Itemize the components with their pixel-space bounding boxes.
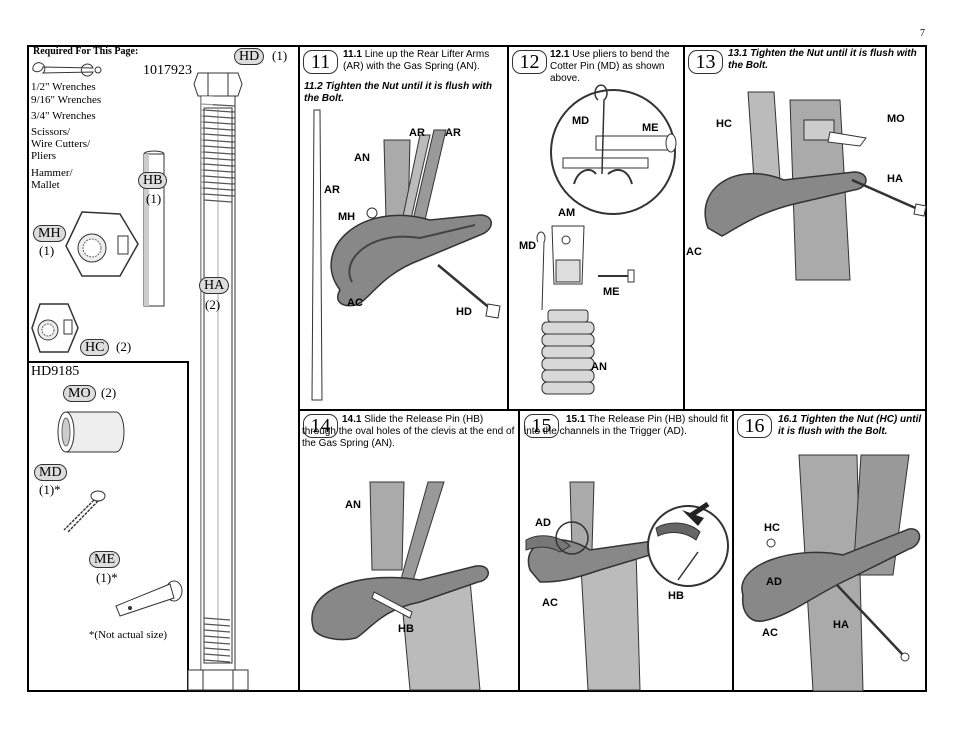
- step-13-label-mo: MO: [887, 113, 905, 125]
- tool-2: 9/16" Wrenches: [31, 94, 102, 106]
- step-16-label-ha: HA: [833, 619, 849, 631]
- step-13-number: 13: [688, 50, 723, 74]
- step-13-text: 13.1 Tighten the Nut until it is flush w…: [728, 48, 917, 71]
- wrench-icon: [32, 62, 102, 77]
- step-12-label-md-1: MD: [572, 115, 590, 127]
- step-11-label-an: AN: [354, 152, 370, 164]
- tool-3: 3/4" Wrenches: [31, 110, 96, 122]
- step-12-illustration: [536, 84, 677, 395]
- step-16-illustration: [741, 454, 921, 692]
- step-14-illustration: [311, 481, 489, 691]
- step-11-text-b: 11.2 Tighten the Nut until it is flush w…: [304, 81, 492, 104]
- page-number: 7: [920, 28, 925, 39]
- step-14-label-an: AN: [345, 499, 361, 511]
- not-actual-size-note: *(Not actual size): [88, 629, 168, 641]
- step-11-label-ac: AC: [347, 297, 363, 309]
- ha-threads: [198, 108, 238, 668]
- tag-hd: HD: [234, 48, 265, 65]
- step-11-number: 11: [303, 50, 338, 74]
- step-14-text: 14.1 Slide the Release Pin (HB) through …: [302, 414, 516, 450]
- step-15-text-num: 15.1: [566, 414, 586, 425]
- step-11-label-hd: HD: [456, 306, 472, 318]
- step-14-text-num: 14.1: [342, 414, 362, 425]
- tool-1: 1/2" Wrenches: [31, 81, 96, 93]
- step-11-illustration: [311, 109, 501, 401]
- step-15-label-ad: AD: [535, 517, 551, 529]
- step-13-label-ha: HA: [887, 173, 903, 185]
- divider-14-15: [518, 409, 520, 692]
- spacer-mo-illustration: [57, 411, 125, 453]
- step-13-label-ac: AC: [686, 246, 702, 258]
- qty-mh: (1): [39, 243, 55, 258]
- tool-6: Pliers: [31, 150, 57, 162]
- step-11-text-a-body: Line up the Rear Lifter Arms (AR) with t…: [343, 49, 490, 72]
- divider-11-12: [507, 45, 509, 409]
- step-16-text: 16.1 Tighten the Nut (HC) until it is fl…: [778, 414, 922, 437]
- step-16-label-hc: HC: [764, 522, 780, 534]
- divider-15-16: [732, 409, 734, 692]
- step-12-label-me-1: ME: [642, 122, 659, 134]
- step-11-label-ar-2: AR: [445, 127, 461, 139]
- kit2-number: HD9185: [31, 364, 80, 379]
- tool-4: Scissors/: [31, 126, 71, 138]
- step-11-label-mh: MH: [338, 211, 356, 223]
- divider-rows: [298, 409, 927, 411]
- qty-ha: (2): [205, 297, 221, 312]
- divider-left: [298, 45, 300, 692]
- step-15-illustration: [525, 481, 729, 691]
- page-frame: [27, 45, 927, 692]
- step-12-label-am: AM: [558, 207, 576, 219]
- clevis-pin-me-illustration: [115, 580, 183, 617]
- tool-7: Hammer/: [31, 167, 73, 179]
- step-15-label-hb: HB: [668, 590, 684, 602]
- step-12-label-an: AN: [591, 361, 607, 373]
- step-12-text-body: Use pliers to bend the Cotter Pin (MD) a…: [550, 49, 670, 84]
- step-12-text: 12.1 Use pliers to bend the Cotter Pin (…: [550, 49, 682, 85]
- step-12-number: 12: [512, 50, 547, 74]
- step-15-number: 15: [524, 414, 559, 438]
- step-15-label-ac: AC: [542, 597, 558, 609]
- tag-me: ME: [89, 551, 120, 568]
- qty-hd: (1): [272, 48, 288, 63]
- step-15-text-body: The Release Pin (HB) should fit into the…: [524, 414, 729, 437]
- step-13-label-hc: HC: [716, 118, 732, 130]
- qty-hb: (1): [146, 191, 162, 206]
- nut-hc-illustration: [31, 303, 79, 353]
- qty-me: (1)*: [96, 570, 118, 585]
- tag-hb: HB: [138, 172, 168, 189]
- step-12-text-num: 12.1: [550, 49, 570, 60]
- divider-12-13: [683, 45, 685, 409]
- step-11-text-a: 11.1 Line up the Rear Lifter Arms (AR) w…: [343, 49, 505, 73]
- step-11-label-ar-3: AR: [324, 184, 340, 196]
- step-11-label-ar-1: AR: [409, 127, 425, 139]
- step-16-number: 16: [737, 414, 772, 438]
- kit-number: 1017923: [143, 63, 192, 78]
- qty-mo: (2): [101, 385, 117, 400]
- tag-md: MD: [34, 464, 67, 481]
- pin-hb-illustration: [143, 150, 165, 307]
- divider-hardware-v: [187, 361, 189, 692]
- step-15-text: 15.1 The Release Pin (HB) should fit int…: [524, 414, 730, 438]
- step-14-label-hb: HB: [398, 623, 414, 635]
- step-12-label-me-2: ME: [603, 286, 620, 298]
- cotter-pin-md-illustration: [63, 490, 106, 533]
- tag-mo: MO: [63, 385, 96, 402]
- qty-md: (1)*: [39, 482, 61, 497]
- divider-hardware: [27, 361, 188, 363]
- required-title: Required For This Page:: [33, 46, 139, 57]
- nut-mh-illustration: [65, 211, 139, 277]
- step-12-label-md-2: MD: [519, 240, 537, 252]
- tool-8: Mallet: [31, 179, 60, 191]
- step-14-text-body: Slide the Release Pin (HB) through the o…: [302, 414, 515, 449]
- tool-5: Wire Cutters/: [31, 138, 91, 150]
- tag-mh: MH: [33, 225, 66, 242]
- tag-hc: HC: [80, 339, 110, 356]
- step-11-text-a-num: 11.1: [343, 49, 362, 60]
- step-13-illustration: [704, 91, 927, 281]
- step-16-label-ad: AD: [766, 576, 782, 588]
- step-14-number: 14: [303, 414, 338, 438]
- qty-hc: (2): [116, 339, 132, 354]
- step-16-label-ac: AC: [762, 627, 778, 639]
- tag-ha: HA: [199, 277, 230, 294]
